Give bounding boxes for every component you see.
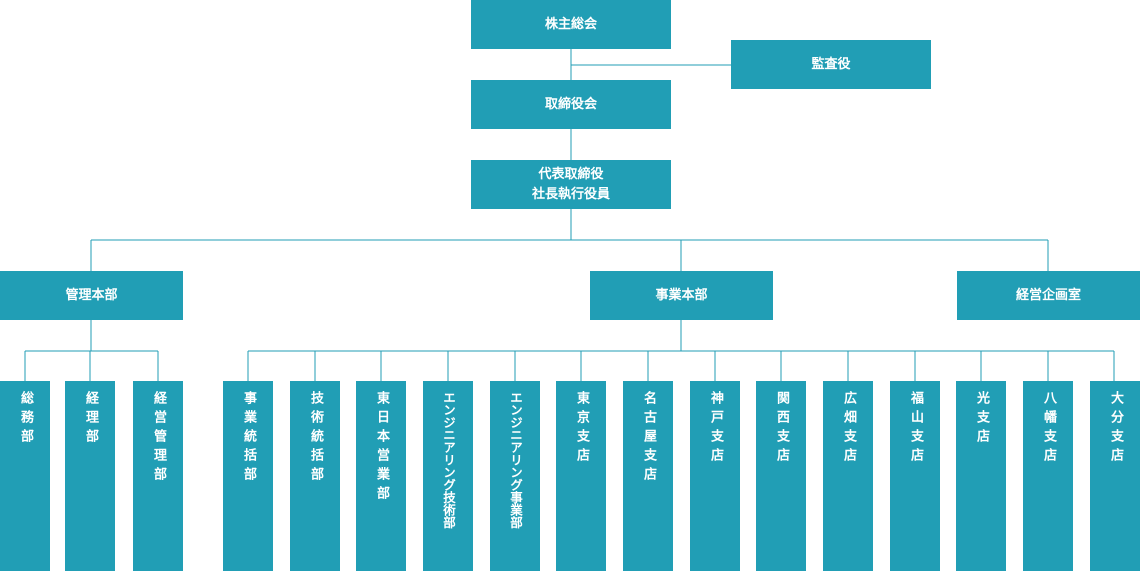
business-unit-label: 福山支店 [908,391,923,467]
business-unit-box: 名古屋支店 [623,381,673,571]
business-unit-label: エンジニアリング事業部 [508,391,523,529]
management-unit-label: 総務部 [18,391,33,448]
management-unit-box: 経理部 [65,381,115,571]
business-unit-label: 関西支店 [774,391,789,467]
business-unit-label: 東京支店 [574,391,589,467]
shareholders-meeting-box: 株主総会 [471,0,671,49]
business-unit-label: 名古屋支店 [641,391,656,486]
business-unit-box: 八幡支店 [1023,381,1073,571]
business-unit-label: 大分支店 [1108,391,1123,467]
board-box: 取締役会 [471,80,671,129]
business-division-label: 事業本部 [655,287,708,303]
business-unit-box: 事業統括部 [223,381,273,571]
business-unit-box: エンジニアリング事業部 [490,381,540,571]
business-unit-label: 広畑支店 [841,391,856,467]
business-division-box: 事業本部 [590,271,773,320]
auditor-label: 監査役 [811,56,851,72]
planning-office-label: 経営企画室 [1015,287,1081,303]
business-unit-box: 福山支店 [890,381,940,571]
ceo-box: 代表取締役 社長執行役員 [471,160,671,209]
management-unit-label: 経理部 [83,391,98,448]
management-unit-box: 総務部 [0,381,50,571]
business-unit-box: 光支店 [956,381,1006,571]
auditor-box: 監査役 [731,40,931,89]
business-unit-box: 大分支店 [1090,381,1140,571]
business-unit-box: 東日本営業部 [356,381,406,571]
management-division-box: 管理本部 [0,271,183,320]
business-unit-label: 技術統括部 [308,391,323,486]
business-unit-label: 八幡支店 [1041,391,1056,467]
management-unit-label: 経営管理部 [151,391,166,486]
business-unit-label: エンジニアリング技術部 [441,391,456,529]
shareholders-meeting-label: 株主総会 [544,16,597,32]
board-label: 取締役会 [544,96,597,112]
business-unit-box: 技術統括部 [290,381,340,571]
business-unit-box: 関西支店 [756,381,806,571]
management-division-label: 管理本部 [65,287,118,303]
business-unit-box: 神戸支店 [690,381,740,571]
business-unit-label: 事業統括部 [241,391,256,486]
business-unit-label: 光支店 [974,391,989,448]
business-unit-box: 広畑支店 [823,381,873,571]
ceo-label: 代表取締役 社長執行役員 [531,166,610,202]
management-unit-box: 経営管理部 [133,381,183,571]
business-unit-box: 東京支店 [556,381,606,571]
business-unit-label: 東日本営業部 [374,391,389,505]
business-unit-box: エンジニアリング技術部 [423,381,473,571]
business-unit-label: 神戸支店 [708,391,723,467]
planning-office-box: 経営企画室 [957,271,1140,320]
